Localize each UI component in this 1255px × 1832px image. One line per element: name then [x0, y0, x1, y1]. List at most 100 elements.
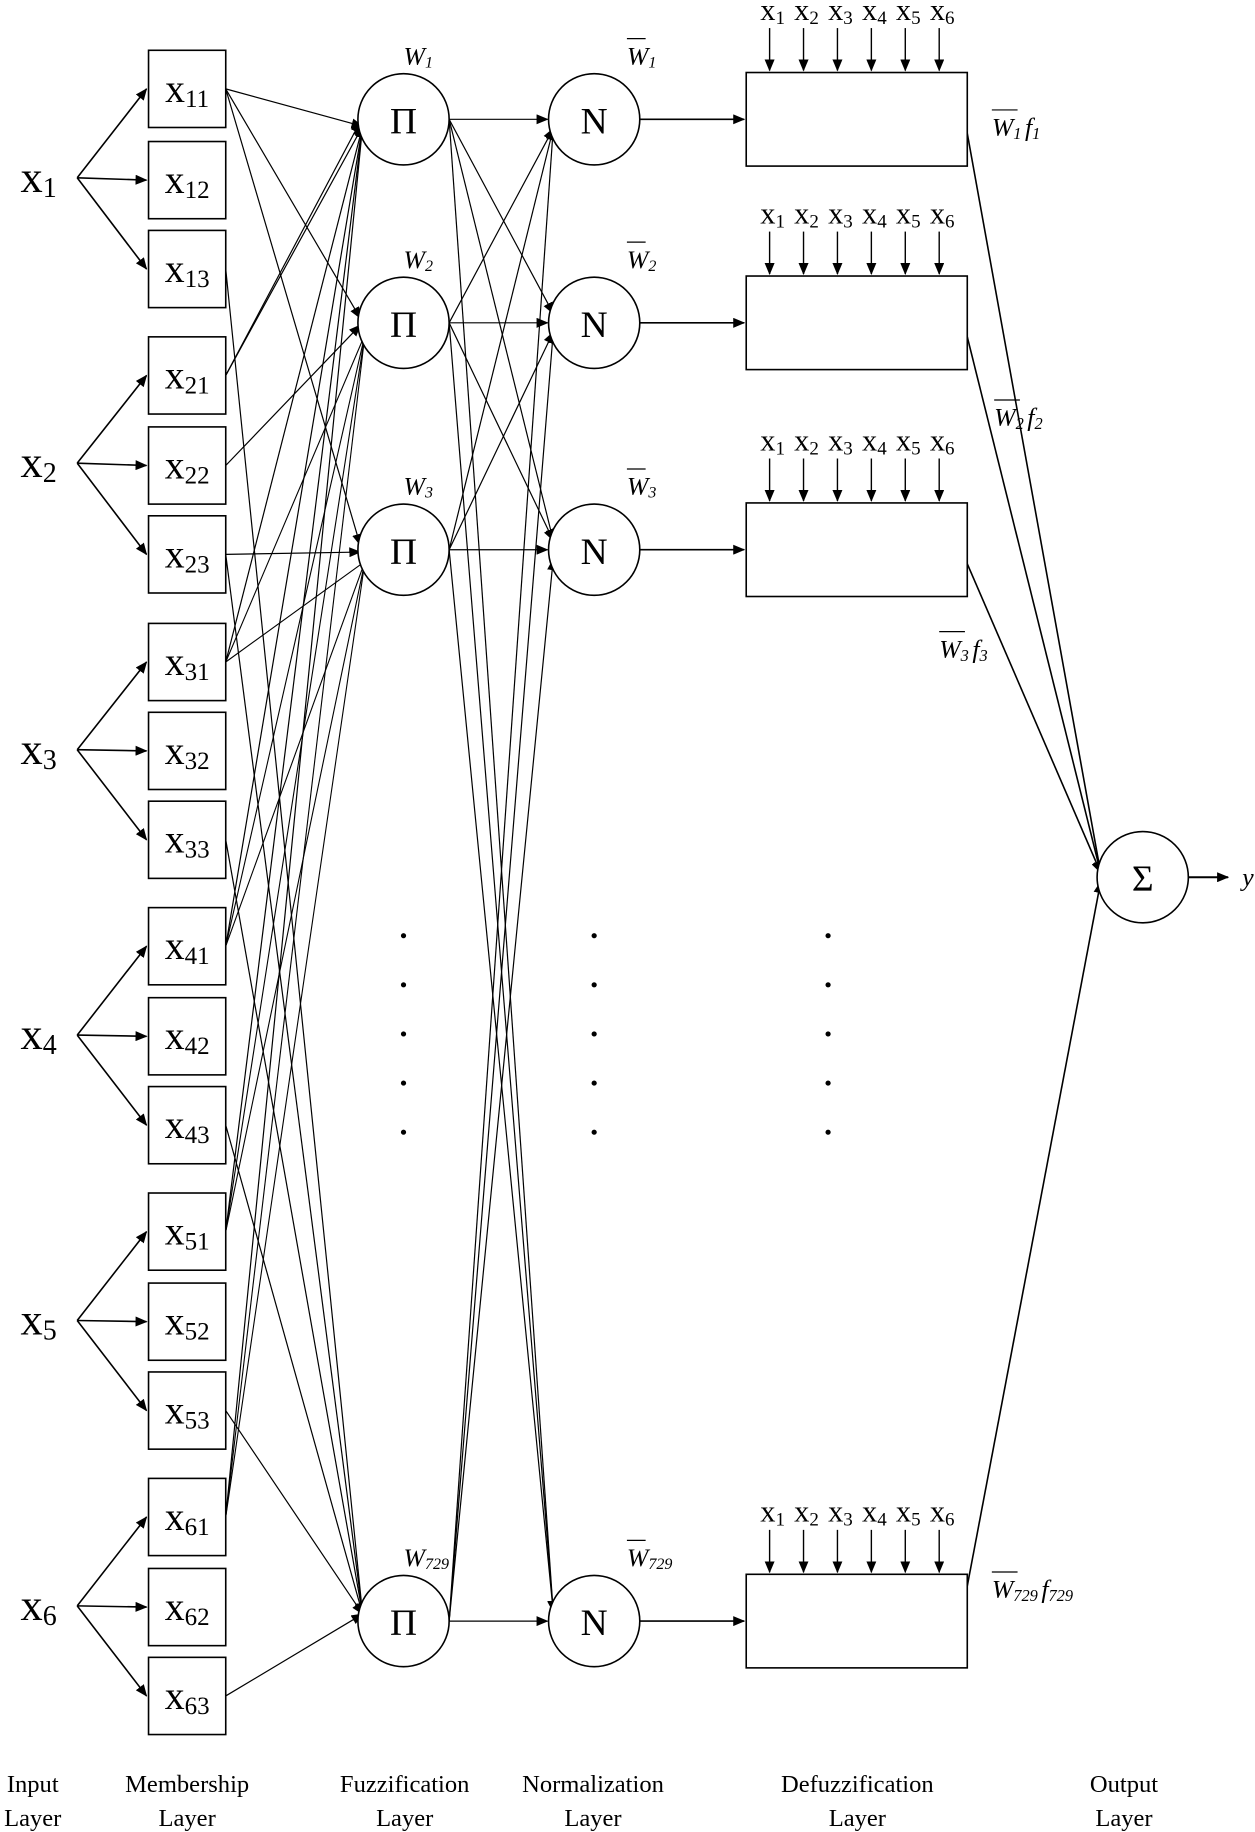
- membership-label-x63: x63: [165, 1674, 210, 1720]
- layer-caption-line1: Input: [7, 1771, 59, 1798]
- normalize-node: [547, 1574, 641, 1668]
- input-node-x4: x4: [20, 1009, 56, 1061]
- defuzz-input-label-sub: 6: [945, 8, 955, 29]
- mf-to-rule-wire: [225, 560, 366, 663]
- mf-to-rule-wire: [225, 1125, 365, 1616]
- input-arrow: [76, 1320, 148, 1412]
- product-symbol: Π: [390, 532, 417, 573]
- normalize-node: [547, 276, 641, 370]
- input-arrow: [77, 174, 148, 185]
- defuzz-output-w: W: [992, 113, 1016, 142]
- weight-label-main: W: [404, 472, 428, 501]
- defuzz-input-label-sub: 3: [843, 1510, 853, 1531]
- pi-to-n-wire: [448, 331, 558, 1622]
- membership-label-x22-main: x: [165, 443, 185, 487]
- input-arrow: [77, 1031, 148, 1042]
- ellipsis-dot: [400, 1129, 407, 1135]
- sum-node: [1096, 830, 1190, 924]
- membership-label-x43: x43: [165, 1103, 210, 1149]
- ellipsis-dot: [400, 933, 407, 939]
- input-arrow: [76, 1230, 148, 1321]
- normalized-weight-label-sub: 2: [648, 258, 656, 275]
- membership-label-x11-sub: 11: [185, 86, 209, 113]
- weight-label-sub: 729: [425, 1556, 449, 1573]
- defuzz-output-w: W: [939, 634, 963, 663]
- defuzz-input-label-sub: 2: [809, 1510, 819, 1531]
- membership-label-x53-main: x: [165, 1388, 185, 1432]
- input-arrow: [76, 1605, 148, 1697]
- membership-box: [147, 622, 227, 702]
- defuzz-input-label: x4: [862, 196, 887, 232]
- membership-label-x42-main: x: [165, 1014, 185, 1058]
- defuzz-box: [745, 275, 969, 371]
- nodes: [147, 49, 1190, 1736]
- membership-label-x62: x62: [165, 1585, 210, 1631]
- membership-label-x52: x52: [165, 1300, 210, 1346]
- membership-label-x23-main: x: [165, 532, 185, 576]
- defuzz-input-label: x3: [828, 1495, 853, 1531]
- defuzz-output-f-sub: 2: [1034, 414, 1042, 433]
- input-node-x3-sub: 3: [43, 745, 57, 776]
- defuzz-input-label-sub: 1: [775, 211, 785, 232]
- defuzz-input-label: x4: [862, 0, 887, 29]
- defuzz-input-label: x3: [828, 423, 853, 459]
- output-label-y: y: [1239, 862, 1254, 891]
- input-node-x6-sub: 6: [43, 1601, 57, 1632]
- defuzz-input-label-main: x: [828, 0, 843, 27]
- defuzz-box: [745, 502, 969, 598]
- weight-label-sub: 1: [425, 54, 433, 71]
- defuzz-to-sum-arrow: [966, 336, 1103, 874]
- defuzz-input-label-main: x: [896, 196, 911, 230]
- defuzz-input-label-sub: 4: [877, 438, 887, 459]
- ellipsis-dot: [400, 982, 407, 988]
- membership-label-x43-main: x: [165, 1103, 185, 1147]
- product-node: [357, 72, 450, 166]
- mf-to-rule-wire: [225, 88, 361, 319]
- defuzz-input-label-sub: 4: [877, 211, 887, 232]
- defuzz-input-label-main: x: [930, 423, 945, 457]
- membership-box: [147, 1656, 227, 1736]
- layer-caption-line1: Membership: [125, 1771, 249, 1798]
- defuzz-input-label: x5: [896, 1495, 921, 1531]
- defuzz-output-f: f: [972, 634, 983, 663]
- defuzz-input-label-main: x: [760, 196, 775, 230]
- weight-label-sub: 3: [424, 485, 433, 502]
- pi-to-n-wire: [448, 322, 558, 1613]
- membership-label-x51: x51: [165, 1209, 210, 1255]
- mf-to-rule-wire: [225, 334, 366, 947]
- ellipsis-dot: [825, 1129, 831, 1135]
- membership-box: [147, 996, 227, 1076]
- membership-label-x33-main: x: [165, 818, 185, 862]
- input-node-x1-sub: 1: [43, 173, 57, 204]
- defuzz-input-label-main: x: [794, 196, 809, 230]
- layer-caption-line2: Layer: [1095, 1805, 1152, 1832]
- membership-box: [147, 229, 227, 309]
- defuzz-input-label-sub: 3: [843, 438, 853, 459]
- defuzz-input-label: x1: [760, 423, 785, 459]
- defuzz-output-w: W: [992, 1575, 1016, 1604]
- product-symbol: Π: [390, 101, 417, 142]
- mf-to-rule-wire: [225, 561, 366, 947]
- sum-symbol: Σ: [1132, 859, 1154, 900]
- mf-to-rule-wire: [225, 88, 364, 129]
- membership-label-x52-sub: 52: [185, 1319, 210, 1346]
- defuzz-input-label-main: x: [760, 423, 775, 457]
- defuzz-output-f: f: [1041, 1575, 1052, 1604]
- layer-caption-line2: Layer: [829, 1805, 886, 1832]
- defuzz-input-label: x3: [828, 196, 853, 232]
- input-arrow: [76, 945, 148, 1036]
- normalized-weight-label: W1: [627, 41, 656, 71]
- defuzz-to-sum-arrow: [966, 563, 1102, 874]
- input-arrow: [77, 460, 148, 471]
- defuzz-input-label-main: x: [760, 1495, 775, 1529]
- membership-box: [147, 1192, 227, 1272]
- defuzz-input-label-sub: 5: [911, 438, 921, 459]
- pi-to-n-wire: [448, 119, 556, 542]
- mf-to-rule-wire: [225, 268, 367, 1616]
- defuzz-input-label-main: x: [828, 1495, 843, 1529]
- pi-to-n-wire: [448, 119, 554, 315]
- ellipsis-dot: [825, 982, 831, 988]
